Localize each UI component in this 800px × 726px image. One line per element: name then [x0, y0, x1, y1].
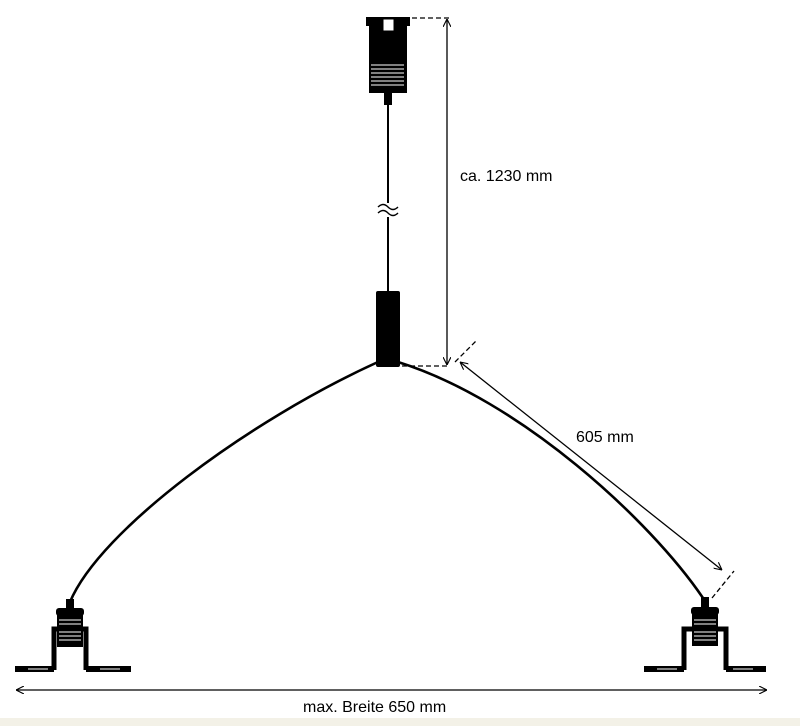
cable-length-label: 605 mm: [576, 429, 634, 446]
cable-break-symbol: [377, 203, 399, 211]
width-label: max. Breite 650 mm: [303, 699, 447, 716]
cable-splitter: [376, 291, 400, 367]
left-branch-cable: [68, 360, 379, 603]
cable-length-arrow: [460, 362, 722, 570]
right-lamp-socket: [644, 597, 766, 672]
cable-length-dimension: [454, 340, 735, 599]
bottom-strip: [0, 718, 800, 726]
right-branch-cable: [397, 360, 705, 599]
height-label: ca. 1230 mm: [460, 168, 553, 185]
ceiling-canopy: [366, 17, 410, 105]
left-lamp-socket: [15, 599, 131, 672]
height-dimension: [402, 17, 450, 367]
suspension-cable: [377, 104, 399, 292]
